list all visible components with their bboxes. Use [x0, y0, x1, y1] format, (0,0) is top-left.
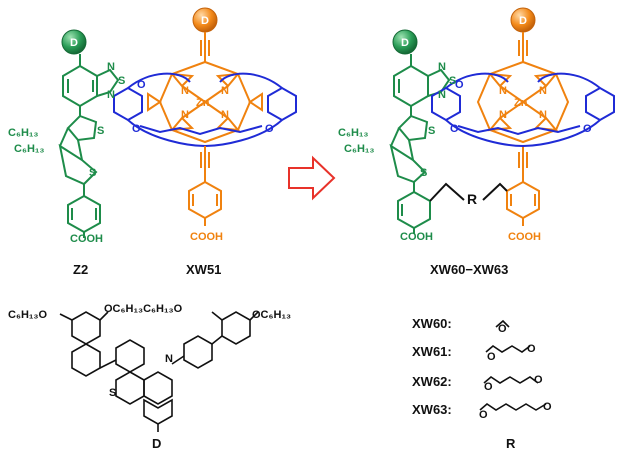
- badge-d-z2: D: [70, 37, 78, 49]
- atom-s-xw6x-t1: S: [428, 125, 435, 137]
- linker-name-xw63: XW63: [412, 402, 448, 417]
- linker-name-xw62: XW62: [412, 374, 448, 389]
- linker-colon-xw60: :: [447, 316, 452, 331]
- linker-label-xw62: XW62:: [412, 374, 452, 389]
- donor-badge-z2: [61, 29, 87, 55]
- atom-n-xw6x-2: N: [438, 89, 446, 101]
- donor-d-structure: [59, 311, 259, 432]
- reaction-arrow: [288, 155, 336, 201]
- linker-name-xw60: XW60: [412, 316, 448, 331]
- linker-xw63-shape: [479, 402, 547, 411]
- c6h13-z2-2: C₆H₁₃: [14, 143, 45, 155]
- linker-colon-xw61: :: [447, 344, 452, 359]
- caption-linker-r: R: [506, 436, 516, 451]
- atom-n-xw6x-3: N: [499, 85, 507, 97]
- atom-n-xw6x-6: N: [539, 109, 547, 121]
- atom-n-xw51-3: N: [181, 109, 189, 121]
- atom-n-xw6x-4: N: [539, 85, 547, 97]
- linker-name-xw61: XW61: [412, 344, 448, 359]
- atom-s-z2-t2: S: [89, 167, 96, 179]
- linker-xw63-o2: O: [543, 401, 552, 413]
- cooh-z2: COOH: [70, 233, 103, 245]
- cooh-xw51: COOH: [190, 231, 223, 243]
- badge-d-xw6x-orange: D: [519, 15, 527, 27]
- linker-xw60-o: O: [498, 323, 507, 335]
- caption-xw60-xw63: XW60−XW63: [430, 262, 509, 277]
- badge-d-xw51: D: [201, 15, 209, 27]
- atom-o-xw6x-3: O: [583, 123, 592, 135]
- xw51-structure: [113, 7, 297, 226]
- linker-xw61-o1: O: [487, 351, 496, 363]
- atom-s-xw6x: S: [449, 75, 456, 87]
- caption-z2: Z2: [73, 262, 89, 277]
- atom-zn-xw6x: Zn: [514, 97, 528, 109]
- linker-xw61-o2: O: [527, 343, 536, 355]
- linker-xw61-shape: [485, 344, 531, 353]
- xw60-63-structure: [389, 7, 615, 234]
- atom-s-xw6x-t2: S: [420, 167, 427, 179]
- atom-o-xw6x-2: O: [450, 123, 459, 135]
- linker-label-xw61: XW61:: [412, 344, 452, 359]
- linker-xw62-o1: O: [484, 381, 493, 393]
- linker-colon-xw63: :: [447, 402, 452, 417]
- atom-n-xw51-2: N: [221, 85, 229, 97]
- c6h13-z2-1: C₆H₁₃: [8, 127, 39, 139]
- atom-zn-xw51: Zn: [196, 97, 210, 109]
- linker-xw60-shape: [495, 319, 510, 328]
- atom-n-xw6x-5: N: [499, 109, 507, 121]
- badge-d-xw6x-green: D: [401, 37, 409, 49]
- atom-n-z2-1: N: [107, 61, 115, 73]
- donor-badge-xw6x-green: [392, 29, 418, 55]
- caption-donor-d: D: [152, 436, 162, 451]
- atom-s-z2-t1: S: [97, 125, 104, 137]
- z2-structure: [58, 29, 120, 238]
- atom-o-xw51-2: O: [132, 123, 141, 135]
- oc6h13-right: OC₆H₁₃: [252, 309, 291, 321]
- atom-o-xw6x-1: O: [455, 79, 464, 91]
- atom-n-xw51-4: N: [221, 109, 229, 121]
- atom-n-donor: N: [165, 353, 173, 365]
- c6h13o-left: C₆H₁₃O: [8, 309, 48, 321]
- linker-xw62-o2: O: [534, 374, 543, 386]
- linker-xw63-o1: O: [479, 409, 488, 421]
- atom-s-donor: S: [109, 387, 116, 399]
- oc6h13c6h13o-mid: OC₆H₁₃C₆H₁₃O: [104, 303, 183, 315]
- c6h13-xw6x-1: C₆H₁₃: [338, 127, 369, 139]
- linker-label-xw60: XW60:: [412, 316, 452, 331]
- atom-o-xw51-1: O: [137, 79, 146, 91]
- linker-label-xw63: XW63:: [412, 402, 452, 417]
- cooh-xw6x-green: COOH: [400, 231, 433, 243]
- caption-xw51: XW51: [186, 262, 222, 277]
- atom-n-xw6x-1: N: [438, 61, 446, 73]
- atom-s-z2: S: [118, 75, 125, 87]
- linker-colon-xw62: :: [447, 374, 452, 389]
- r-group-xw6x: R: [467, 191, 477, 207]
- c6h13-xw6x-2: C₆H₁₃: [344, 143, 375, 155]
- atom-n-z2-2: N: [107, 89, 115, 101]
- linker-shapes: [479, 319, 547, 411]
- atom-o-xw51-3: O: [265, 123, 274, 135]
- cooh-xw6x-orange: COOH: [508, 231, 541, 243]
- atom-n-xw51-1: N: [181, 85, 189, 97]
- linker-xw62-shape: [483, 375, 539, 384]
